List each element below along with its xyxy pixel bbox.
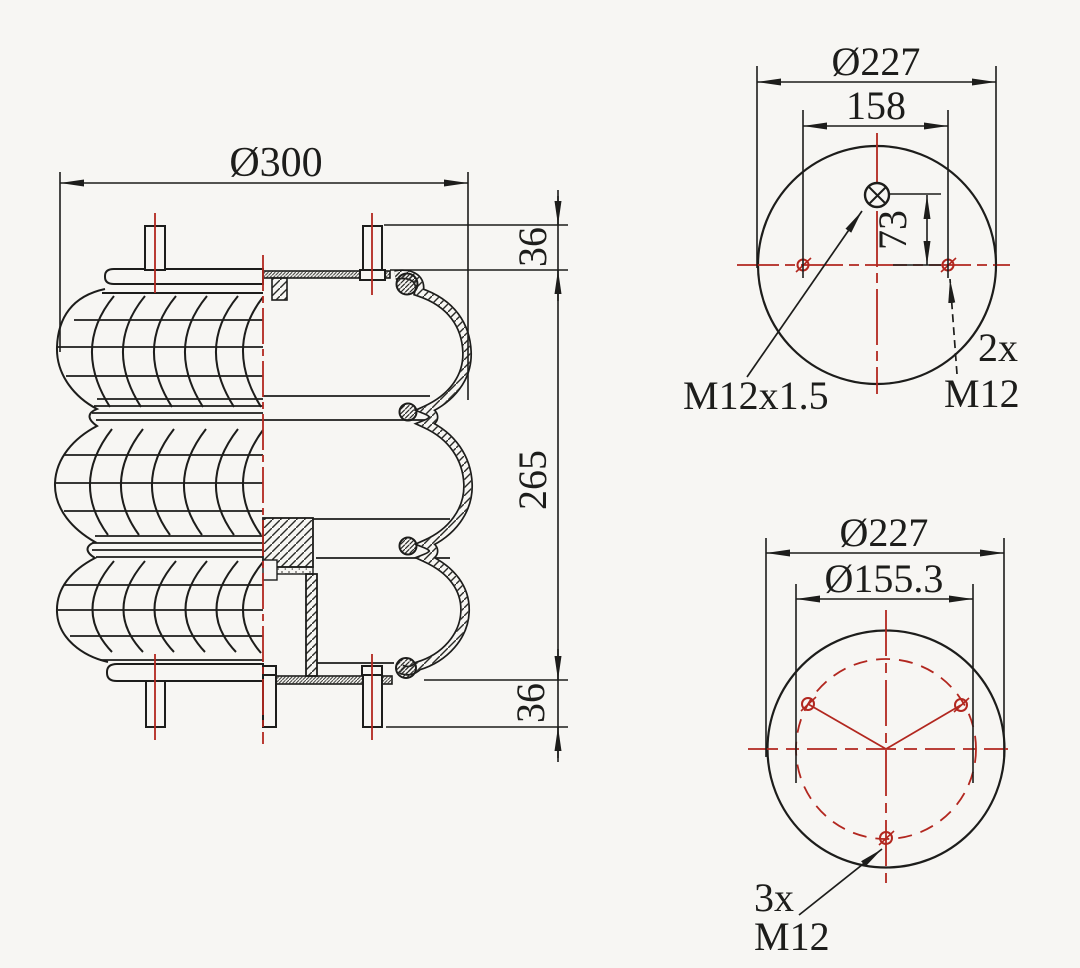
bottom-bead-ring bbox=[395, 657, 417, 679]
leader-bottom-stud-thread bbox=[798, 848, 883, 916]
bottom-view: Ø227 Ø155.3 3x M12 bbox=[748, 510, 1008, 959]
bottom-center-stud-head bbox=[262, 665, 277, 676]
dim-port-offset: 73 bbox=[870, 210, 915, 250]
lower-girdle-ring bbox=[398, 536, 418, 556]
mounting-studs bbox=[144, 225, 386, 728]
bottom-view-dimensions bbox=[765, 538, 1005, 916]
radial-right bbox=[885, 704, 962, 750]
side-view-centerlines bbox=[154, 213, 373, 744]
radial-left bbox=[807, 703, 887, 750]
dim-bottom-stud-height: 36 bbox=[508, 683, 553, 723]
top-plate-center-boss bbox=[271, 277, 288, 301]
bottom-view-centerlines bbox=[748, 610, 1008, 888]
internal-bumper-assembly bbox=[262, 517, 318, 677]
bellows-section-half bbox=[263, 269, 474, 679]
upper-girdle-ring bbox=[398, 402, 418, 422]
top-view-dimensions bbox=[746, 66, 997, 378]
label-bottom-stud-thread: M12 bbox=[754, 914, 830, 959]
bottom-plate-outside bbox=[106, 663, 264, 682]
stud-hole-upper-left bbox=[801, 697, 815, 711]
dim-bolt-circle-diameter: Ø155.3 bbox=[825, 556, 944, 601]
dim-overall-height: 265 bbox=[510, 450, 555, 510]
bellows-outside-half bbox=[53, 288, 264, 663]
dim-bottom-outer-diameter: Ø227 bbox=[840, 510, 929, 555]
bottom-view-stud-holes bbox=[800, 696, 970, 846]
label-bottom-stud-count: 3x bbox=[754, 875, 794, 920]
label-top-stud-count: 2x bbox=[978, 325, 1018, 370]
bellows-latitude-lines bbox=[56, 319, 263, 661]
dim-side-diameter: Ø300 bbox=[229, 140, 322, 186]
bumper-rubber-pad bbox=[272, 566, 314, 575]
bellows-outer-profile bbox=[53, 288, 109, 663]
stud-hole-upper-right bbox=[954, 698, 968, 712]
dim-hole-spacing: 158 bbox=[846, 83, 906, 128]
bellows-wall-section bbox=[394, 269, 474, 676]
top-view-centerlines bbox=[737, 133, 1010, 394]
leader-stud-thread bbox=[948, 278, 958, 375]
stud-hole-bottom bbox=[879, 831, 893, 845]
air-port-fitting bbox=[863, 181, 891, 209]
leader-port-thread bbox=[746, 210, 863, 378]
label-port-thread: M12x1.5 bbox=[683, 373, 829, 418]
bumper-bore-step bbox=[262, 559, 278, 581]
bottom-center-stud bbox=[262, 674, 277, 728]
top-view: Ø227 158 73 M12x1.5 2x M12 bbox=[683, 39, 1020, 418]
bellows-wall-core bbox=[394, 271, 472, 674]
side-view-dimensions bbox=[59, 172, 568, 762]
dim-top-outer-diameter: Ø227 bbox=[832, 39, 921, 84]
center-tube bbox=[305, 573, 318, 677]
top-bead-ring bbox=[395, 272, 419, 296]
bellows-wall-hatch bbox=[394, 271, 472, 674]
top-plate-outside bbox=[104, 268, 264, 285]
side-view: Ø300 36 265 36 bbox=[53, 140, 568, 762]
dim-top-stud-height: 36 bbox=[510, 227, 555, 267]
label-top-stud-thread: M12 bbox=[944, 371, 1020, 416]
